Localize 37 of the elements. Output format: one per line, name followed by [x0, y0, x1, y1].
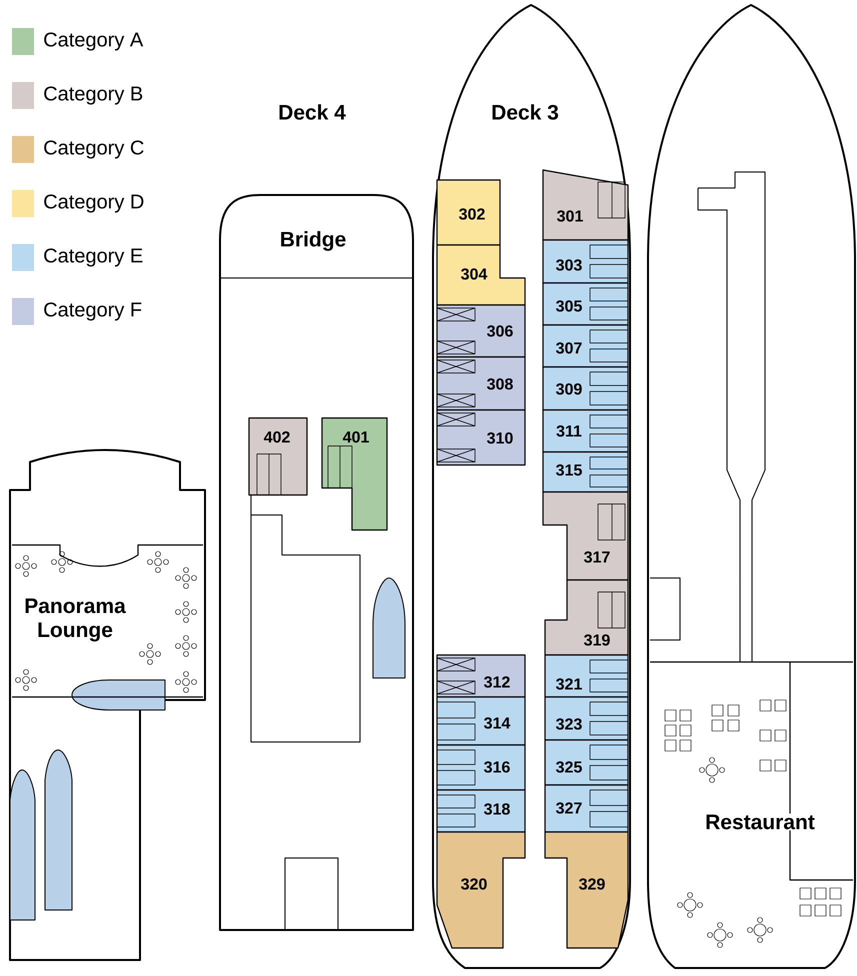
cabin: 318 [436, 789, 526, 833]
node-label: Deck 4 [280, 104, 346, 120]
cabin: 325 [544, 739, 629, 786]
cabin: 305 [542, 282, 629, 326]
cabin: 309 [542, 366, 629, 411]
legend-label: Category D [44, 194, 144, 213]
cabin: 319 [544, 579, 629, 656]
node-label: Restaurant [706, 814, 815, 830]
cabin: 307 [542, 324, 629, 368]
cabin: 312 [436, 654, 526, 698]
cabin: 304 [436, 244, 526, 306]
cabin: 311 [542, 409, 629, 453]
lounge-area: Panorama Lounge [11, 544, 204, 698]
cabin: 308 [436, 356, 526, 411]
cabin: 310 [436, 409, 526, 466]
cabin: 306 [436, 304, 526, 358]
cabin: 329 [544, 831, 629, 949]
cabin: 316 [436, 744, 526, 791]
legend-label: Category E [44, 248, 142, 267]
restaurant-area: Restaurant [649, 661, 854, 881]
legend-label: Category F [44, 302, 142, 321]
legend-label: Category B [44, 86, 142, 105]
cabin: 301 [542, 169, 629, 241]
cabin: 315 [542, 451, 629, 493]
cabin: 317 [542, 491, 629, 581]
cabin: 303 [542, 239, 629, 284]
cabin: 314 [436, 696, 526, 746]
cabin: 401 [321, 417, 388, 531]
cabin: 402 [248, 417, 308, 496]
cabin: 321 [544, 654, 629, 698]
legend-label: Category C [44, 140, 144, 159]
cabin: 302 [436, 179, 501, 246]
cabin: 320 [436, 831, 526, 949]
legend-label: Category A [44, 32, 144, 51]
cabin: 323 [544, 696, 629, 741]
bridge-area: Bridge [281, 231, 346, 251]
cabin: 327 [544, 784, 629, 833]
